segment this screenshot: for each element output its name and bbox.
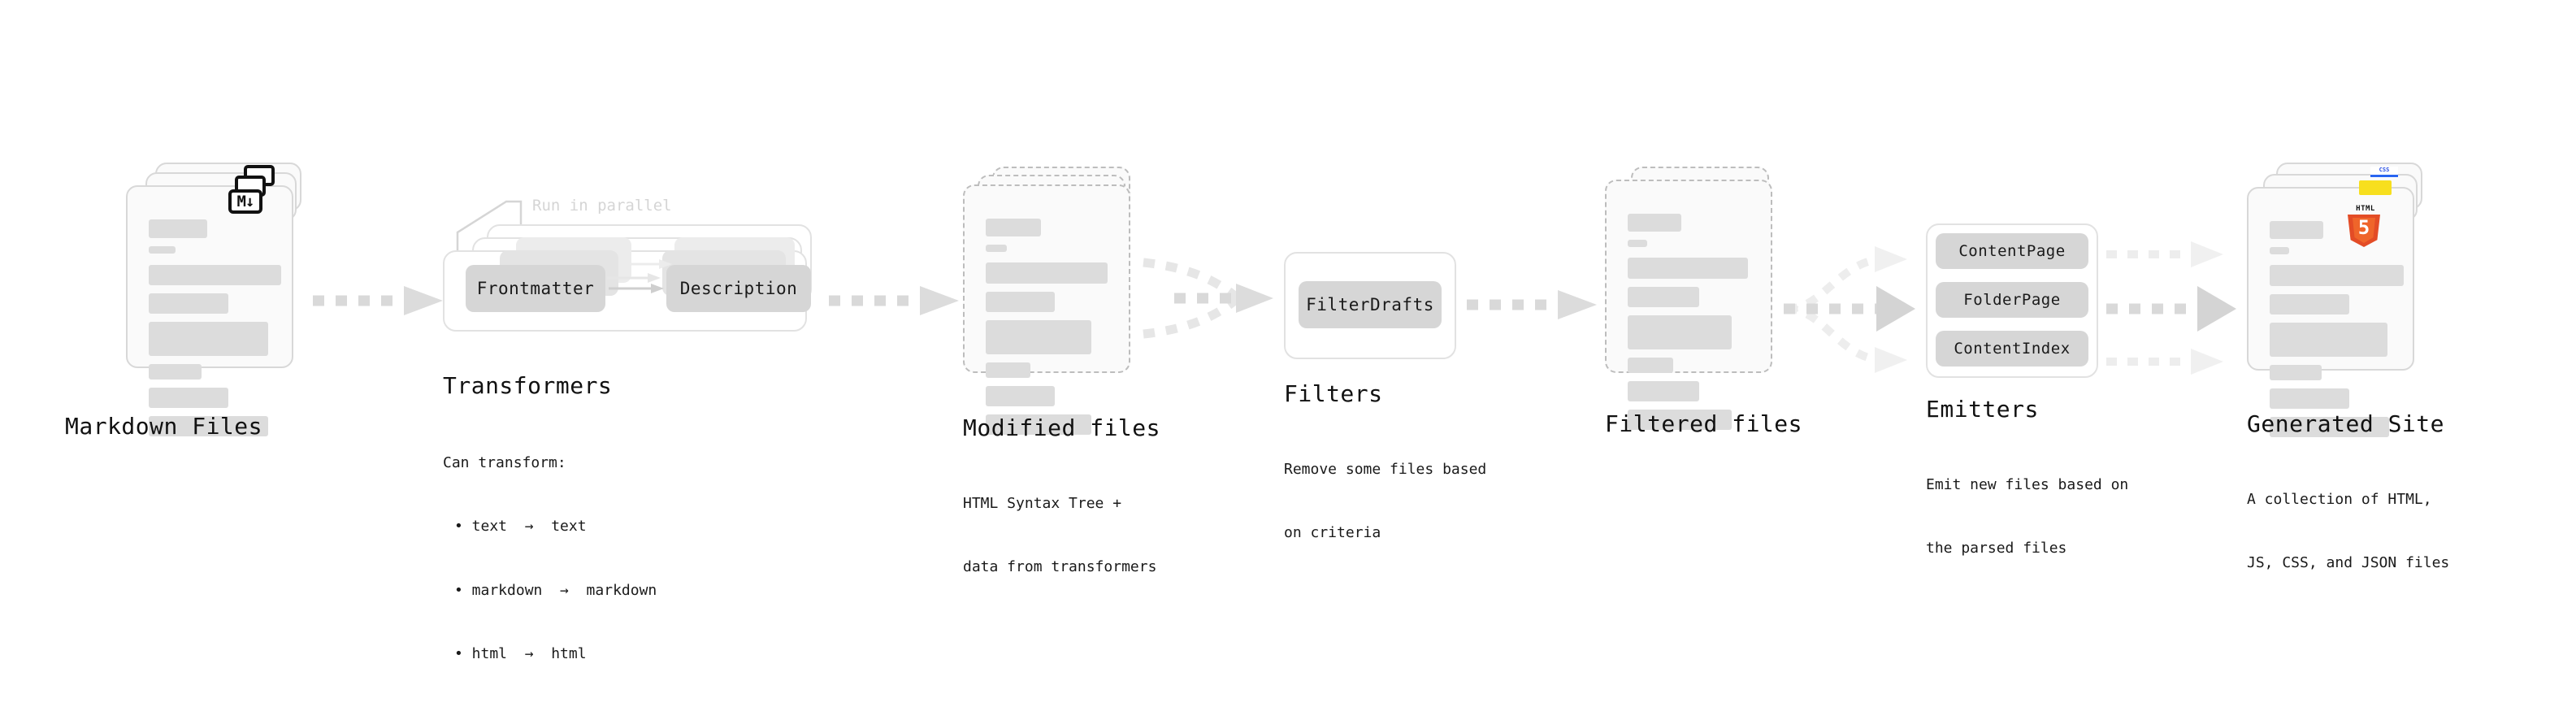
filters-sub-line2: on criteria — [1284, 524, 1381, 542]
filters-sub-line1: Remove some files based — [1284, 461, 1487, 479]
arrow-filters-to-filtered — [1467, 290, 1597, 319]
filtered-sheet-front — [1605, 180, 1772, 430]
css-icon: CSS — [2370, 167, 2398, 178]
site-sub-line2: JS, CSS, and JSON files — [2247, 554, 2450, 572]
css-icon-label: CSS — [2379, 167, 2390, 173]
filter-chip-filterdrafts[interactable]: FilterDrafts — [1299, 281, 1442, 328]
generated-file-stack: CSS HTML 5 — [2247, 163, 2426, 437]
emitter-chip-contentpage[interactable]: ContentPage — [1936, 233, 2088, 269]
arrow-markdown-to-transformers — [313, 286, 443, 315]
filtered-file-stack — [1605, 167, 1780, 430]
modified-file-stack — [963, 167, 1138, 435]
run-in-parallel-label: Run in parallel — [532, 197, 672, 215]
arrow-transformers-to-modified — [829, 286, 959, 315]
html5-icon-word: HTML — [2356, 205, 2375, 213]
arrow-emitters-to-site — [2106, 241, 2236, 375]
emitters-sub-line1: Emit new files based on — [1926, 476, 2129, 494]
emitter-chip-contentindex[interactable]: ContentIndex — [1936, 331, 2088, 367]
transform-item-text: • text → text — [454, 518, 587, 536]
arrow-modified-to-filters — [1143, 258, 1273, 339]
stage-title-emitters: Emitters — [1926, 396, 2039, 423]
file-sheet-front — [126, 185, 293, 436]
placeholder-bars — [149, 219, 281, 445]
stage-title-modified-files: Modified files — [963, 414, 1161, 441]
markdown-file-stack: M↓ — [126, 163, 305, 436]
placeholder-bars — [1628, 214, 1753, 438]
transform-item-html: • html → html — [454, 645, 587, 663]
arrow-filtered-to-emitters — [1784, 246, 1915, 373]
stage-subtitle-modified-files: HTML Syntax Tree + data from transformer… — [963, 451, 1156, 621]
stage-markdown-files: M↓ Markdown Files — [65, 163, 305, 440]
stage-title-transformers: Transformers — [443, 372, 613, 399]
js-icon — [2359, 180, 2392, 195]
stage-generated-site: CSS HTML 5 Generated Site A collection o… — [2247, 163, 2449, 571]
transformer-inner-arrow-mid — [607, 273, 661, 283]
stage-filtered-files: Filtered files — [1605, 167, 1802, 437]
stage-modified-files: Modified files HTML Syntax Tree + data f… — [963, 167, 1160, 575]
transformer-inner-arrow-front — [609, 284, 664, 293]
stage-subtitle-transformers: Can transform: • text → text • markdown … — [443, 410, 657, 707]
stage-subtitle-filters: Remove some files based on criteria — [1284, 417, 1486, 587]
transformer-inner-arrow-back — [618, 259, 672, 269]
markdown-icon-letter: M — [236, 192, 246, 210]
emitters-sub-line2: the parsed files — [1926, 540, 2067, 557]
site-sub-line1: A collection of HTML, — [2247, 491, 2432, 509]
transformer-chip-description[interactable]: Description — [666, 265, 811, 312]
placeholder-bars — [986, 219, 1111, 443]
modified-sheet-front — [963, 184, 1130, 435]
generated-sheet-front — [2247, 187, 2414, 437]
stage-subtitle-generated-site: A collection of HTML, JS, CSS, and JSON … — [2247, 447, 2449, 617]
emitter-chip-folderpage[interactable]: FolderPage — [1936, 282, 2088, 318]
transform-item-markdown: • markdown → markdown — [454, 581, 657, 599]
stage-title-markdown-files: Markdown Files — [65, 413, 263, 440]
stage-title-filtered-files: Filtered files — [1605, 410, 1803, 437]
stage-title-filters: Filters — [1284, 380, 1383, 407]
stage-title-generated-site: Generated Site — [2247, 410, 2445, 437]
transformer-chip-frontmatter[interactable]: Frontmatter — [466, 265, 605, 312]
transform-caption: Can transform: — [443, 454, 566, 472]
css-icon-underline — [2370, 175, 2398, 177]
stage-subtitle-emitters: Emit new files based on the parsed files — [1926, 432, 2128, 602]
run-in-parallel-leader-line — [456, 200, 523, 260]
placeholder-bars — [2270, 221, 2404, 445]
markdown-icon-arrow: ↓ — [245, 192, 254, 210]
modified-sub-line1: HTML Syntax Tree + — [963, 495, 1122, 513]
markdown-icon: M↓ — [228, 189, 262, 214]
modified-sub-line2: data from transformers — [963, 558, 1157, 576]
html5-icon-number: 5 — [2357, 216, 2370, 239]
html5-icon: HTML 5 — [2348, 205, 2383, 247]
